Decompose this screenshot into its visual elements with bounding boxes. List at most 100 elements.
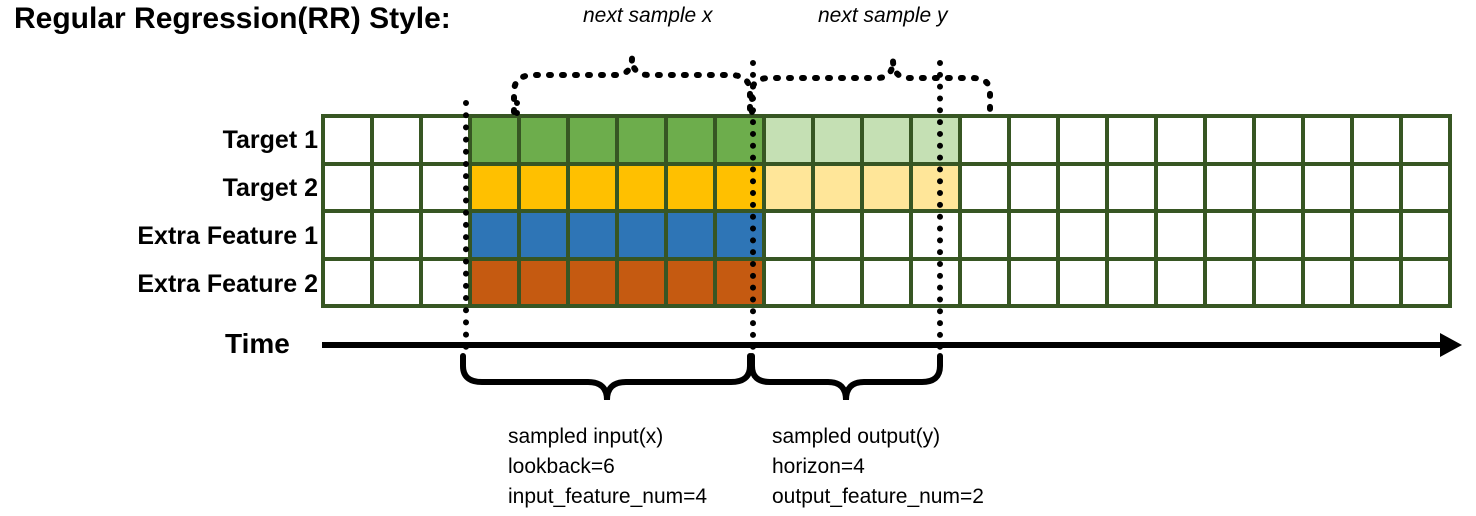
bottom-annotation-output-line2: horizon=4 [772, 454, 865, 478]
grid-cell-r1-c3-empty [423, 118, 468, 162]
grid-cell-r4-c5-input [521, 260, 566, 304]
guide-line-split [750, 60, 756, 350]
grid-cell-r3-c12-empty [864, 213, 909, 257]
top-caption-next-sample-x: next sample x [583, 4, 713, 27]
grid-cell-r2-c21-empty [1305, 165, 1350, 209]
grid-cell-r3-c13-empty [913, 213, 958, 257]
grid-cell-r2-c4-input [472, 165, 517, 209]
grid-cell-r3-c5-input [521, 213, 566, 257]
grid-cell-r3-c14-empty [962, 213, 1007, 257]
bottom-annotation-input-line3: input_feature_num=4 [508, 484, 708, 508]
grid-cell-r2-c17-empty [1109, 165, 1154, 209]
time-axis-label: Time [225, 328, 290, 359]
grid-cell-r3-c8-input [668, 213, 713, 257]
grid-cell-r1-c12-output [864, 118, 909, 162]
grid-cell-r4-c11-empty [815, 260, 860, 304]
grid-cell-r3-c6-input [570, 213, 615, 257]
grid-cell-r3-c2-empty [374, 213, 419, 257]
grid-cell-r1-c7-input [619, 118, 664, 162]
grid-cell-r4-c7-input [619, 260, 664, 304]
grid-cell-r4-c21-empty [1305, 260, 1350, 304]
top-caption-next-sample-y: next sample y [818, 4, 948, 27]
grid-cell-r1-c1-empty [325, 118, 370, 162]
grid-cell-r2-c8-input [668, 165, 713, 209]
grid-cell-r1-c18-empty [1158, 118, 1203, 162]
grid-cell-r1-c5-input [521, 118, 566, 162]
grid-cell-r1-c4-input [472, 118, 517, 162]
grid-cell-r1-c11-output [815, 118, 860, 162]
grid-cell-r2-c12-output [864, 165, 909, 209]
grid-cell-r1-c20-empty [1256, 118, 1301, 162]
grid-cell-r4-c10-empty [766, 260, 811, 304]
grid-cell-r1-c14-empty [962, 118, 1007, 162]
grid-cell-r2-c20-empty [1256, 165, 1301, 209]
grid-cell-r1-c2-empty [374, 118, 419, 162]
grid-cell-r4-c23-empty [1403, 260, 1448, 304]
grid-cell-r1-c17-empty [1109, 118, 1154, 162]
grid-cell-r3-c11-empty [815, 213, 860, 257]
grid-cell-r3-c19-empty [1207, 213, 1252, 257]
grid-cell-r2-c11-output [815, 165, 860, 209]
page-title: Regular Regression(RR) Style: [14, 2, 451, 35]
grid-cell-r2-c23-empty [1403, 165, 1448, 209]
grid-cell-r3-c4-input [472, 213, 517, 257]
bottom-annotation-input-line2: lookback=6 [508, 454, 615, 478]
grid-cell-r1-c10-output [766, 118, 811, 162]
grid-cell-r4-c20-empty [1256, 260, 1301, 304]
grid-cell-r2-c19-empty [1207, 165, 1252, 209]
grid-cell-r2-c15-empty [1011, 165, 1056, 209]
grid-cell-r4-c12-empty [864, 260, 909, 304]
grid-cell-r1-c21-empty [1305, 118, 1350, 162]
grid-cell-r2-c22-empty [1354, 165, 1399, 209]
bottom-annotation-output-line1: sampled output(y) [772, 425, 941, 448]
grid-cell-r3-c20-empty [1256, 213, 1301, 257]
grid-cell-r4-c16-empty [1060, 260, 1105, 304]
grid-cell-r2-c1-empty [325, 165, 370, 209]
grid-cell-r2-c5-input [521, 165, 566, 209]
bottom-brace-group [460, 353, 943, 401]
grid-cell-r4-c14-empty [962, 260, 1007, 304]
grid-cell-r3-c3-empty [423, 213, 468, 257]
grid-cell-r2-c3-empty [423, 165, 468, 209]
grid-cell-r1-c8-input [668, 118, 713, 162]
timeline-grid [321, 114, 1452, 308]
row-label-target-2: Target 2 [222, 174, 318, 202]
guide-line-input-start [463, 100, 469, 350]
bottom-annotation-output: sampled output(y) horizon=4 output_featu… [772, 422, 984, 511]
grid-cell-r1-c19-empty [1207, 118, 1252, 162]
grid-cell-r4-c19-empty [1207, 260, 1252, 304]
grid-cell-r3-c7-input [619, 213, 664, 257]
row-label-extra-feature-2: Extra Feature 2 [137, 270, 318, 298]
grid-cell-r4-c3-empty [423, 260, 468, 304]
time-axis-line [322, 342, 1448, 348]
grid-cell-r4-c6-input [570, 260, 615, 304]
grid-cell-r4-c8-input [668, 260, 713, 304]
guide-line-next-x [514, 100, 520, 116]
grid-cell-r2-c2-empty [374, 165, 419, 209]
bottom-annotation-input: sampled input(x) lookback=6 input_featur… [508, 422, 707, 511]
grid-cell-r4-c4-input [472, 260, 517, 304]
row-label-extra-feature-1: Extra Feature 1 [137, 222, 318, 250]
top-brace-group [511, 57, 993, 115]
grid-cell-r4-c18-empty [1158, 260, 1203, 304]
right-arrow-icon [1440, 333, 1462, 357]
grid-cell-r3-c1-empty [325, 213, 370, 257]
grid-cell-r1-c16-empty [1060, 118, 1105, 162]
grid-cell-r3-c22-empty [1354, 213, 1399, 257]
grid-cell-r3-c10-empty [766, 213, 811, 257]
grid-cell-r2-c10-output [766, 165, 811, 209]
grid-cell-r3-c17-empty [1109, 213, 1154, 257]
grid-cell-r3-c16-empty [1060, 213, 1105, 257]
grid-cell-r1-c15-empty [1011, 118, 1056, 162]
grid-cell-r1-c22-empty [1354, 118, 1399, 162]
grid-cell-r1-c23-empty [1403, 118, 1448, 162]
grid-cell-r4-c15-empty [1011, 260, 1056, 304]
grid-cell-r1-c6-input [570, 118, 615, 162]
grid-cell-r4-c2-empty [374, 260, 419, 304]
grid-cell-r2-c16-empty [1060, 165, 1105, 209]
grid-cell-r2-c6-input [570, 165, 615, 209]
grid-cell-r2-c7-input [619, 165, 664, 209]
grid-cell-r3-c15-empty [1011, 213, 1056, 257]
bottom-annotation-input-line1: sampled input(x) [508, 425, 664, 448]
